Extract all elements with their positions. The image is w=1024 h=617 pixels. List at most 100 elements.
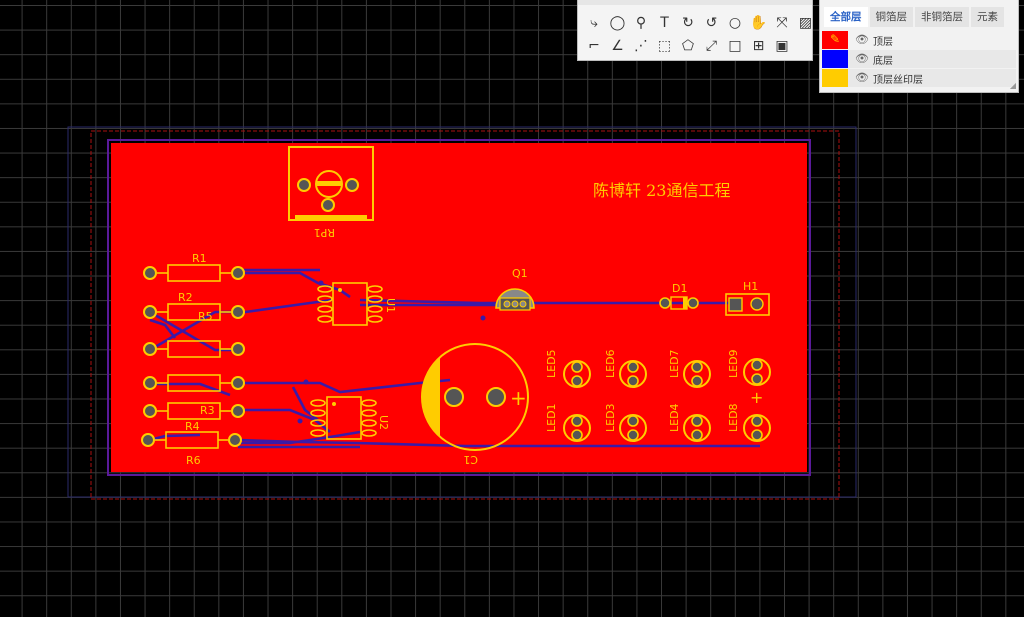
led3-label: LED3 [604, 403, 617, 432]
r-unlabeled-footprint[interactable] [143, 374, 245, 392]
eye-icon[interactable]: 👁 [855, 33, 869, 46]
rp1-footprint[interactable]: RP1 [288, 146, 374, 239]
u1-pad [367, 285, 383, 293]
corner-line-icon[interactable]: ⌐ [588, 38, 600, 54]
layer-color-swatch[interactable]: ✎ [822, 31, 848, 49]
led9-outline [743, 358, 771, 386]
r1-footprint[interactable]: R1 [143, 252, 245, 282]
layer-row-bg [848, 50, 1016, 68]
led4-pad-1 [691, 415, 703, 427]
led4-footprint[interactable]: LED4 [668, 403, 711, 442]
circle-tool-icon[interactable]: ○ [728, 15, 742, 31]
resize-grip-icon[interactable]: ◢ [1009, 81, 1016, 90]
led5-footprint[interactable]: LED5 [545, 349, 591, 388]
q1-footprint[interactable]: Q1 [495, 267, 535, 311]
c1-footprint[interactable]: + C1 [421, 343, 529, 466]
probe-icon[interactable]: ⚲ [635, 15, 647, 31]
u1-footprint[interactable]: U1 [317, 282, 397, 326]
led7-pad-2 [691, 375, 703, 387]
layer-row-bottom[interactable]: 👁 底层 [822, 50, 1016, 68]
angle-icon[interactable]: ∠ [611, 38, 624, 54]
rect-tool-icon[interactable]: □ [728, 38, 742, 54]
tab-all-layers[interactable]: 全部层 [824, 7, 868, 27]
layer-row-top[interactable]: ✎ 👁 顶层 [822, 31, 1016, 49]
led4-outline [683, 414, 711, 442]
author-label: 陈博轩 23通信工程 [593, 181, 730, 200]
q1-pad-3 [519, 300, 527, 308]
u1-body [332, 282, 368, 326]
c1-label: C1 [463, 453, 478, 466]
select-tool-icon[interactable]: ⤧ [776, 15, 788, 31]
led5-pad-1 [571, 361, 583, 373]
pan-hand-icon[interactable]: ✋ [749, 15, 768, 31]
layer-color-swatch[interactable] [822, 69, 848, 87]
led-array: LED5 LED6 LED7 + LED9 LED1 [545, 349, 771, 442]
r3-pad-1 [143, 404, 157, 418]
led1-label: LED1 [545, 403, 558, 432]
led6-footprint[interactable]: LED6 [604, 349, 647, 388]
board-icon[interactable]: ▣ [775, 38, 789, 54]
led8-label: LED8 [727, 403, 740, 432]
rp1-label: RP1 [314, 226, 335, 239]
led1-footprint[interactable]: LED1 [545, 403, 591, 442]
polygon-icon[interactable]: ⬠ [681, 38, 695, 54]
tab-copper-layers[interactable]: 铜箔层 [869, 7, 913, 27]
led5-label: LED5 [545, 349, 558, 378]
layers-panel: 全部层 铜箔层 非铜箔层 元素 ✎ 👁 顶层 👁 底层 👁 顶层丝印层 ◢ [819, 0, 1019, 93]
u2-pads [310, 399, 377, 437]
tab-non-copper-layers[interactable]: 非铜箔层 [915, 7, 969, 27]
led1-pad-2 [571, 429, 583, 441]
eye-icon[interactable]: 👁 [855, 71, 869, 84]
u1-pad [317, 285, 333, 293]
via-4 [480, 315, 486, 321]
h1-footprint[interactable]: H1 [725, 280, 770, 316]
led9-pad-1 [751, 359, 763, 371]
via-icon[interactable]: ◯ [609, 15, 626, 31]
measure-icon[interactable]: ⤢ [705, 38, 718, 54]
led3-pad-2 [627, 429, 639, 441]
led5-pad-2 [571, 375, 583, 387]
text-tool-icon[interactable]: T [660, 15, 669, 31]
led7-footprint[interactable]: LED7 [668, 349, 711, 388]
tab-elements[interactable]: 元素 [971, 7, 1004, 27]
q1-label: Q1 [512, 267, 528, 280]
u1-pad [367, 295, 383, 303]
h1-pad-1 [728, 297, 743, 312]
eye-icon[interactable]: 👁 [855, 52, 869, 65]
pencil-icon: ✎ [830, 32, 841, 46]
led3-footprint[interactable]: LED3 [604, 403, 647, 442]
image-tool-icon[interactable]: ▨ [798, 15, 813, 31]
arc-ccw-icon[interactable]: ↺ [705, 15, 718, 31]
r4-r6-footprint[interactable]: R4 R6 [141, 420, 242, 467]
component-icon[interactable]: ⊞ [752, 38, 765, 54]
rp1-pad-3 [345, 178, 359, 192]
u2-footprint[interactable]: U2 [310, 396, 390, 440]
via-2 [303, 379, 309, 385]
dotted-line-icon[interactable]: ⋰ [634, 38, 648, 54]
c1-negative-band [421, 357, 440, 437]
layer-color-swatch[interactable] [822, 50, 848, 68]
u2-pad [310, 419, 326, 427]
u2-pin1-marker [332, 402, 336, 406]
led9-plus-sign: + [750, 388, 763, 407]
r3-footprint[interactable]: R3 [143, 402, 245, 420]
led8-footprint[interactable]: LED8 [727, 403, 771, 442]
layer-row-top-silkscreen[interactable]: 👁 顶层丝印层 [822, 69, 1016, 87]
r2-footprint[interactable]: R2 R5 [143, 291, 245, 323]
led9-footprint[interactable]: + LED9 [727, 349, 771, 407]
c1-pad-pos [486, 387, 506, 407]
drawing-toolbar: ⤷ ◯ ⚲ T ↻ ↺ ○ ✋ ⤧ ▨ ⌐ ∠ ⋰ ⬚ ⬠ ⤢ □ ⊞ ▣ [577, 0, 813, 61]
led6-label: LED6 [604, 349, 617, 378]
layer-name: 底层 [873, 56, 893, 67]
d1-pad-2 [687, 297, 699, 309]
d1-footprint[interactable]: D1 [659, 282, 699, 310]
wire-icon[interactable]: ⤷ [590, 15, 598, 31]
r5-footprint[interactable] [143, 340, 245, 358]
r6-pad-1 [141, 433, 155, 447]
dotted-rect-icon[interactable]: ⬚ [657, 38, 672, 54]
u2-pad [361, 429, 377, 437]
arc-cw-icon[interactable]: ↻ [682, 15, 694, 31]
rp1-pad-1 [297, 178, 311, 192]
u1-pin1-marker [338, 288, 342, 292]
